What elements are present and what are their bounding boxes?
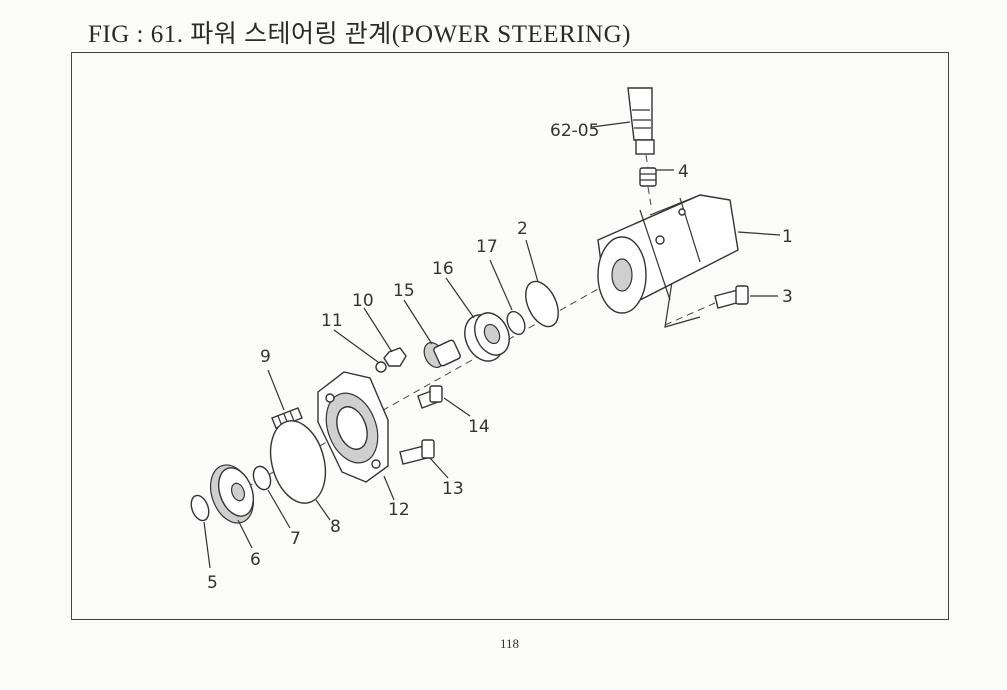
part-6-gear bbox=[209, 464, 255, 524]
part-3-bolt bbox=[714, 285, 749, 309]
part-11-washer bbox=[375, 361, 387, 373]
callout-9: 9 bbox=[260, 347, 271, 367]
part-1-pump bbox=[597, 194, 739, 314]
bolt-bracket-line bbox=[664, 281, 701, 328]
diagram-frame bbox=[71, 52, 949, 620]
bolt-axis bbox=[664, 302, 716, 326]
part-17-snap-ring bbox=[506, 310, 526, 336]
hose-fitting bbox=[627, 87, 655, 169]
part-15-gear bbox=[423, 339, 461, 368]
part-10-nut bbox=[383, 347, 407, 367]
part-16-bearing bbox=[464, 312, 510, 362]
callout-12: 12 bbox=[388, 500, 410, 520]
part-12-housing bbox=[317, 371, 389, 483]
callout-3: 3 bbox=[782, 287, 793, 307]
page-number: 118 bbox=[500, 636, 520, 651]
part-7-snap-ring bbox=[252, 465, 272, 491]
leader-lines bbox=[203, 121, 781, 569]
callout-10: 10 bbox=[352, 291, 374, 311]
callout-4: 4 bbox=[678, 162, 689, 182]
callout-15: 15 bbox=[393, 281, 415, 301]
part-5-ring bbox=[190, 494, 210, 522]
part-14-bolt bbox=[417, 385, 443, 409]
part-13-bolt bbox=[399, 439, 435, 465]
callout-5: 5 bbox=[207, 573, 218, 593]
part-4-fitting bbox=[639, 167, 657, 206]
callout-2: 2 bbox=[517, 219, 528, 239]
callout-17: 17 bbox=[476, 237, 498, 257]
callout-11: 11 bbox=[321, 311, 343, 331]
callout-6: 6 bbox=[250, 550, 261, 570]
callout-62-05: 62-05 bbox=[550, 121, 599, 141]
callout-16: 16 bbox=[432, 259, 454, 279]
callout-7: 7 bbox=[290, 529, 301, 549]
callout-14: 14 bbox=[468, 417, 490, 437]
figure-title: FIG : 61. 파워 스테어링 관계(POWER STEERING) bbox=[88, 21, 631, 48]
callout-1: 1 bbox=[782, 227, 793, 247]
part-8-gasket bbox=[269, 420, 327, 504]
callout-8: 8 bbox=[330, 517, 341, 537]
part-2-o-ring bbox=[525, 280, 559, 328]
callout-13: 13 bbox=[442, 479, 464, 499]
